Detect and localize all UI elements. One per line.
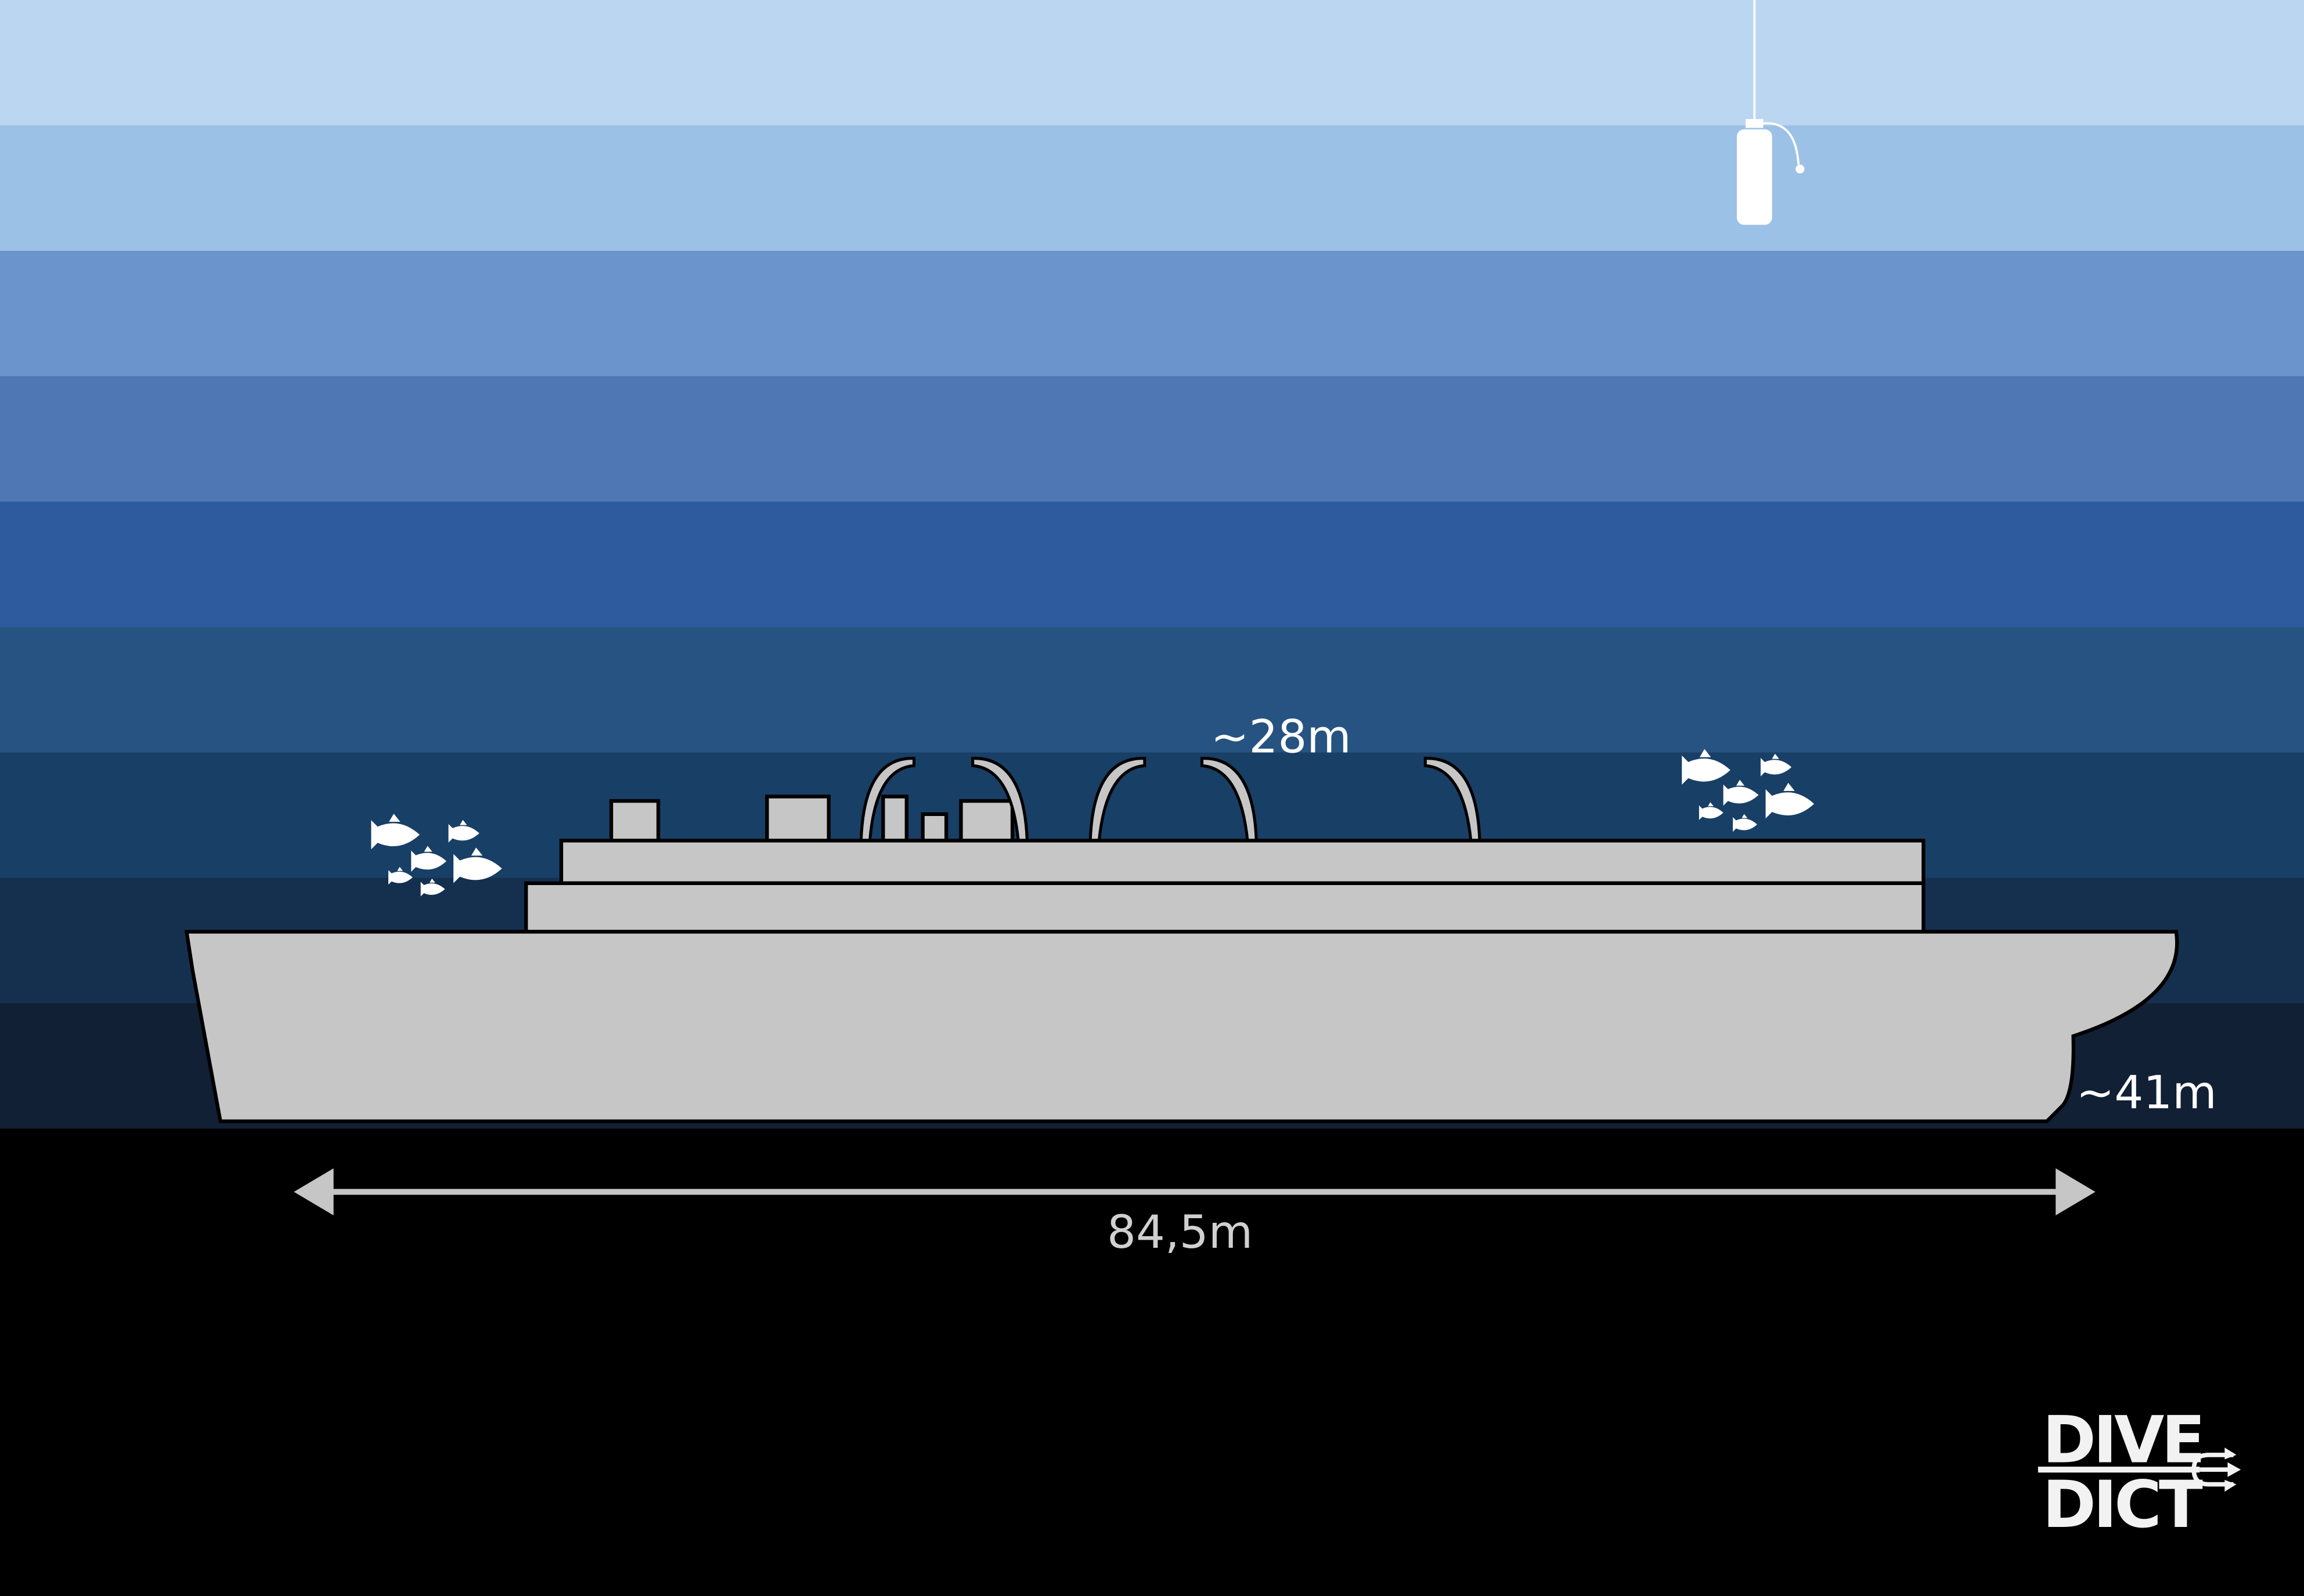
bottom-depth-label: ~41m [2076,1066,2217,1119]
seabed [0,1128,2304,1596]
logo-line2: DICT [2042,1468,2202,1543]
shipwreck [184,757,2179,1124]
water-band-6 [0,627,2304,753]
water-band-2 [0,125,2304,252]
water-band-4 [0,376,2304,503]
logo-line1: DIVE [2042,1403,2202,1478]
ventilator-cowls [859,757,1481,842]
length-arrow [294,1168,2096,1216]
top-depth-label: ~28m [1211,710,1351,763]
dive-tank-icon [1736,119,1805,225]
length-label: 84,5m [1107,1205,1253,1259]
water-band-3 [0,251,2304,377]
water-band-1 [0,0,2304,127]
divedict-logo: DIVE DICT [2038,1403,2241,1543]
water-band-5 [0,501,2304,628]
